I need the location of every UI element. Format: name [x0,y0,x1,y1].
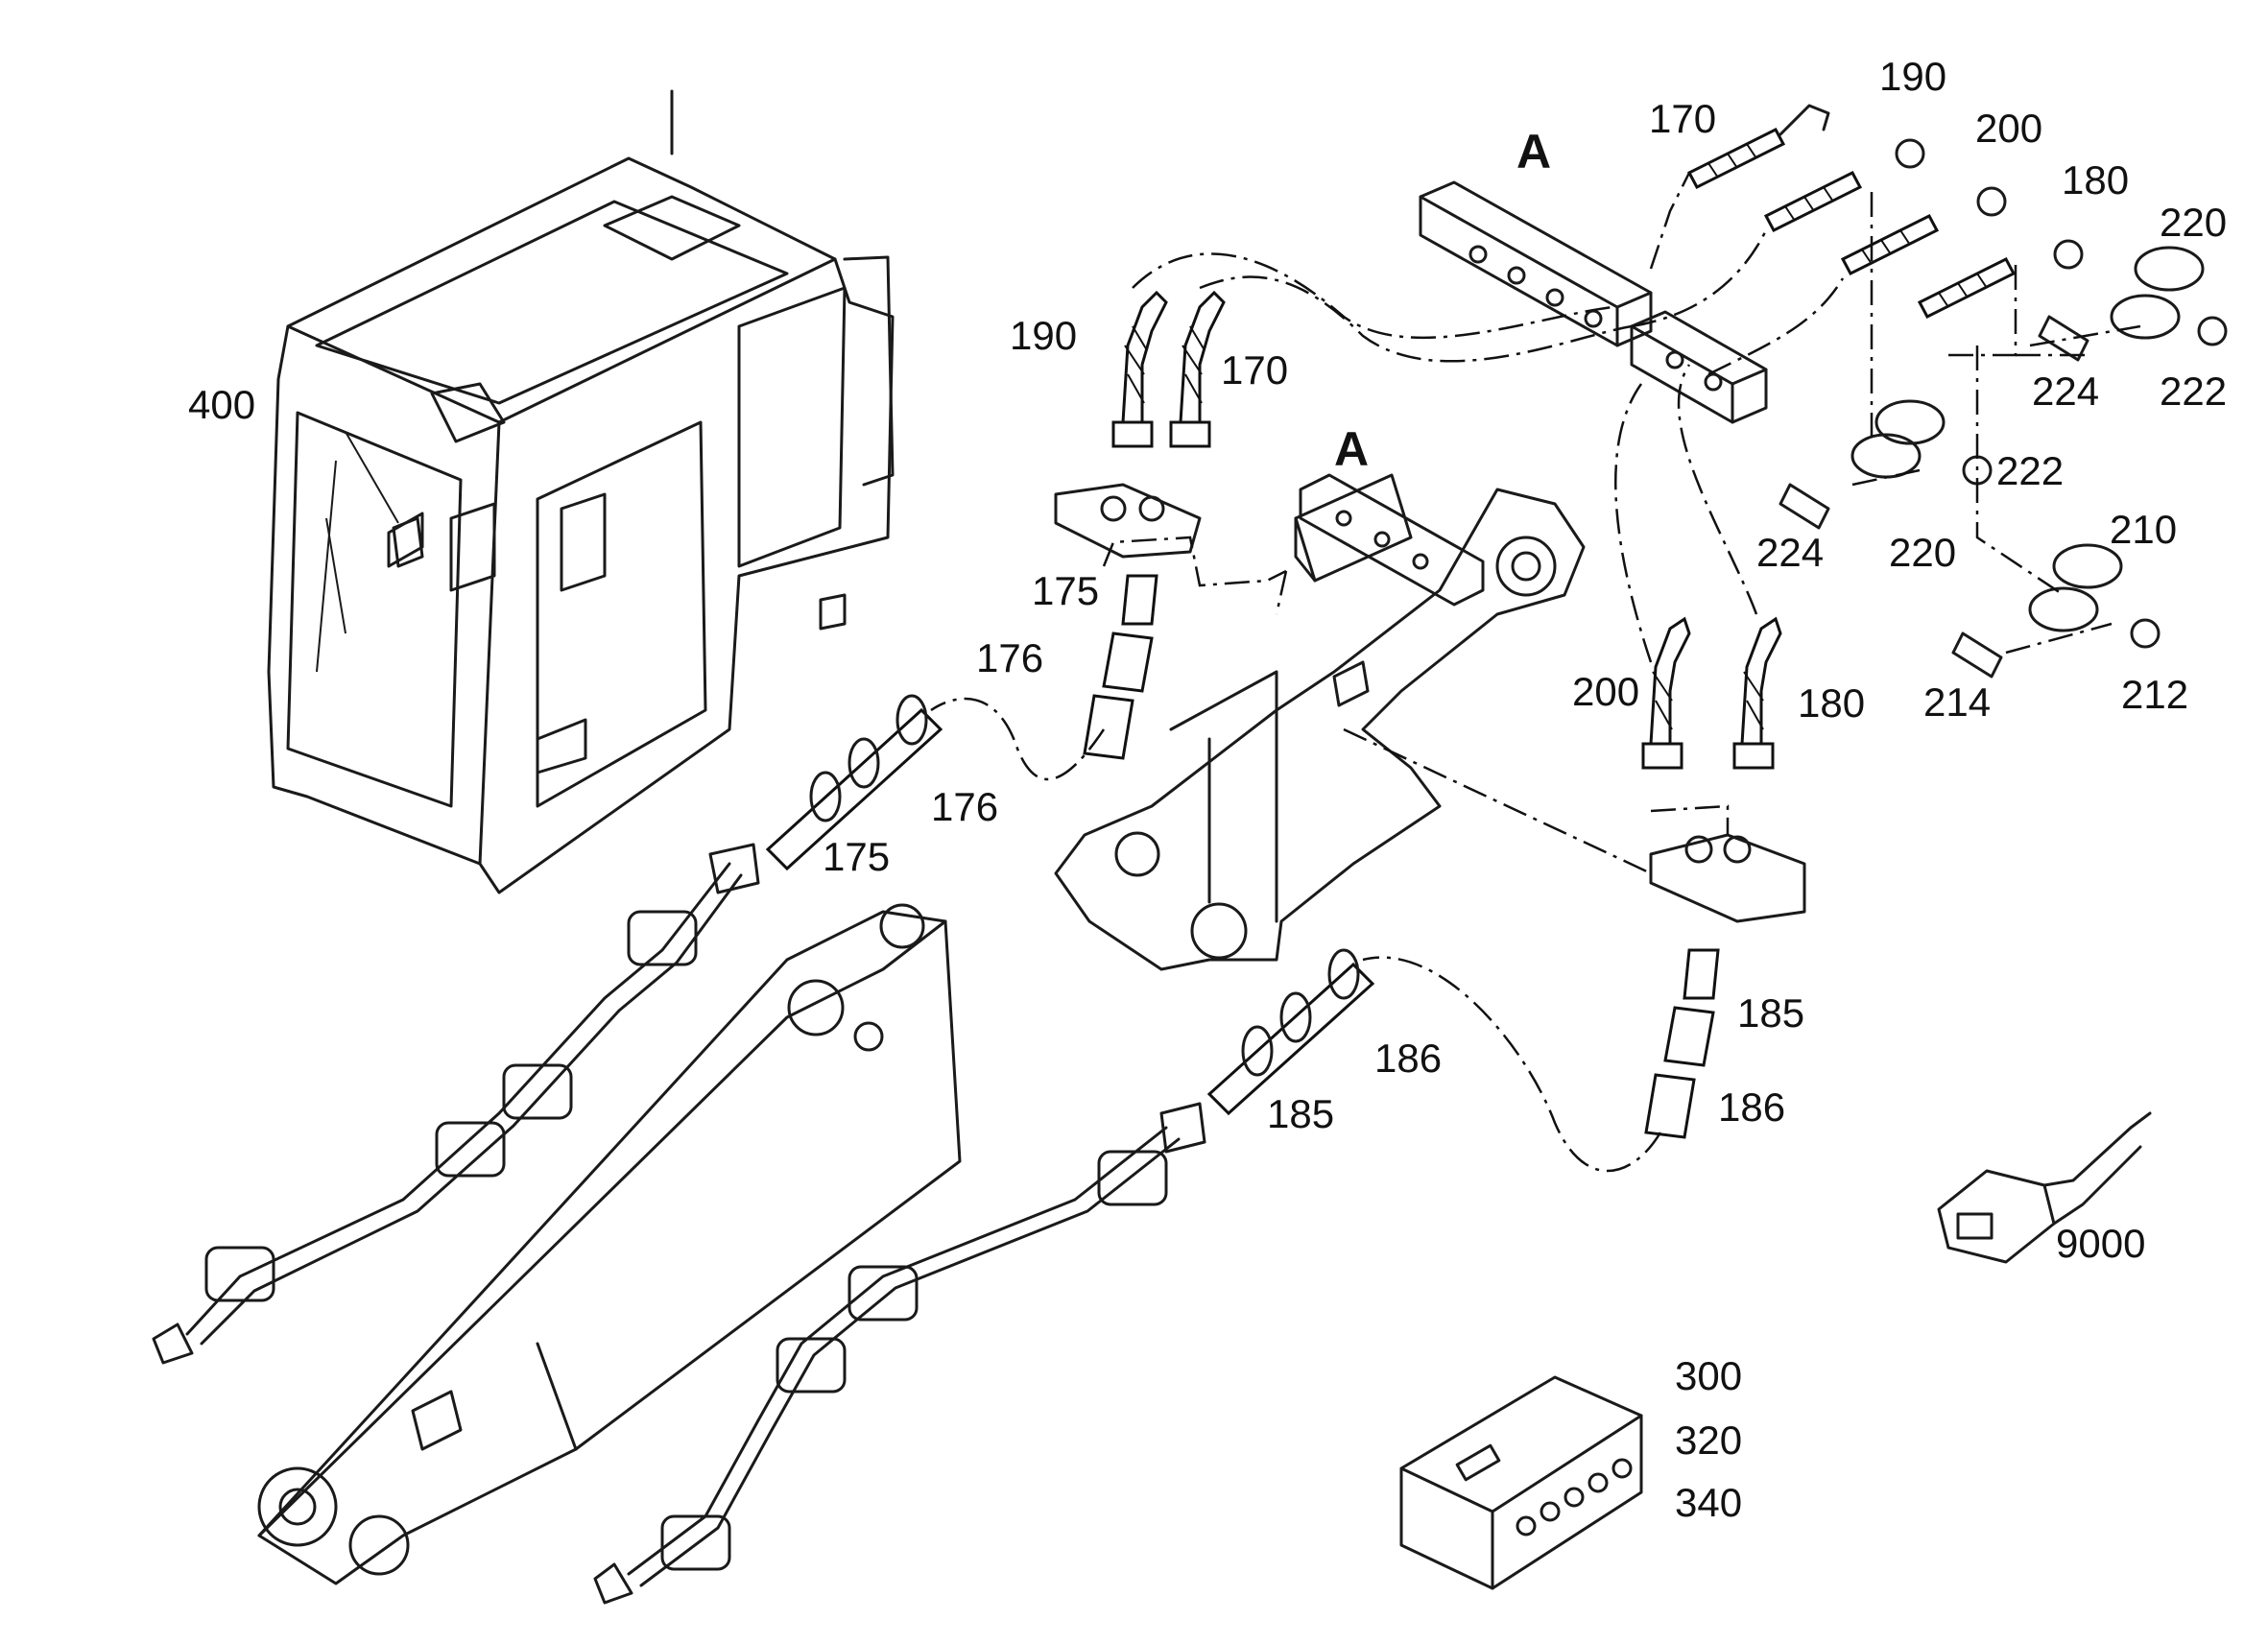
boom-foot-bracket [1054,473,1586,971]
clamp-bar-lower [1630,310,1768,424]
callout-185-left: 185 [1267,1091,1334,1136]
callout-200-top: 200 [1975,106,2042,151]
label-400-decal [387,512,424,568]
hose-170-upper [1169,290,1226,448]
callout-185-right: 185 [1737,990,1804,1036]
callout-190-upper: 190 [1010,313,1077,358]
callout-200-mid: 200 [1572,669,1639,714]
callout-320: 320 [1675,1418,1742,1463]
callout-175-upper: 175 [1032,568,1099,613]
clamp-halves-220-mid [1779,399,1993,530]
coupling-175-176-lower [765,694,943,871]
boom-tube-right [593,1102,1206,1605]
callout-186-left: 186 [1374,1036,1442,1081]
leader-lines [345,172,2141,1173]
boom-assembly [257,903,962,1585]
callout-222-mid: 222 [1996,448,2064,493]
callout-180-top: 180 [2062,157,2129,203]
callout-340: 340 [1675,1480,1742,1525]
callout-186-right: 186 [1718,1084,1785,1130]
callout-400: 400 [188,382,255,427]
callout-224-mid: 224 [1756,530,1824,575]
callout-212: 212 [2121,672,2188,717]
callout-170-upper: 170 [1221,347,1288,393]
callout-210: 210 [2110,507,2177,552]
manifold-plate-upper [1054,483,1202,559]
hose-180-lower [1732,616,1782,770]
boom-tube-left [152,843,760,1365]
clamp-bar-upper [1419,180,1653,347]
coupling-185-186-left [1206,948,1375,1116]
clamp-halves-220-top [2038,246,2228,362]
diagnostic-module [1399,1375,1643,1590]
callout-300: 300 [1675,1353,1742,1398]
connector-9000 [1937,1111,2152,1264]
hose-200-lower [1641,616,1691,770]
coupling-185-186-right [1644,948,1720,1139]
coupling-175-176-upper [1083,574,1158,760]
hose-180-top [1917,239,2084,319]
callout-180-mid: 180 [1798,680,1865,726]
callout-170-top: 170 [1649,96,1716,141]
clamp-bar-foot [1299,473,1485,607]
section-label-a-foot: A [1334,422,1369,476]
callout-176-upper: 176 [976,635,1043,680]
clamp-halves-210 [1951,543,2161,679]
section-label-a-top: A [1516,125,1551,179]
callout-190-top: 190 [1879,54,1946,99]
manifold-plate-lower [1649,833,1806,923]
callout-175-lower: 175 [823,834,890,879]
cab-assembly [267,89,895,894]
callout-222-top: 222 [2160,369,2227,414]
callout-214: 214 [1923,679,1991,725]
callout-220-top: 220 [2160,200,2227,245]
hose-190-upper [1111,290,1168,448]
callout-176-lower: 176 [931,784,998,829]
hose-190-top [1763,138,1925,232]
callout-220-mid: 220 [1889,530,1956,575]
hose-200-top [1840,186,2007,275]
hose-170-top [1686,104,1830,189]
callout-224-top: 224 [2032,369,2099,414]
callout-9000: 9000 [2056,1221,2145,1266]
